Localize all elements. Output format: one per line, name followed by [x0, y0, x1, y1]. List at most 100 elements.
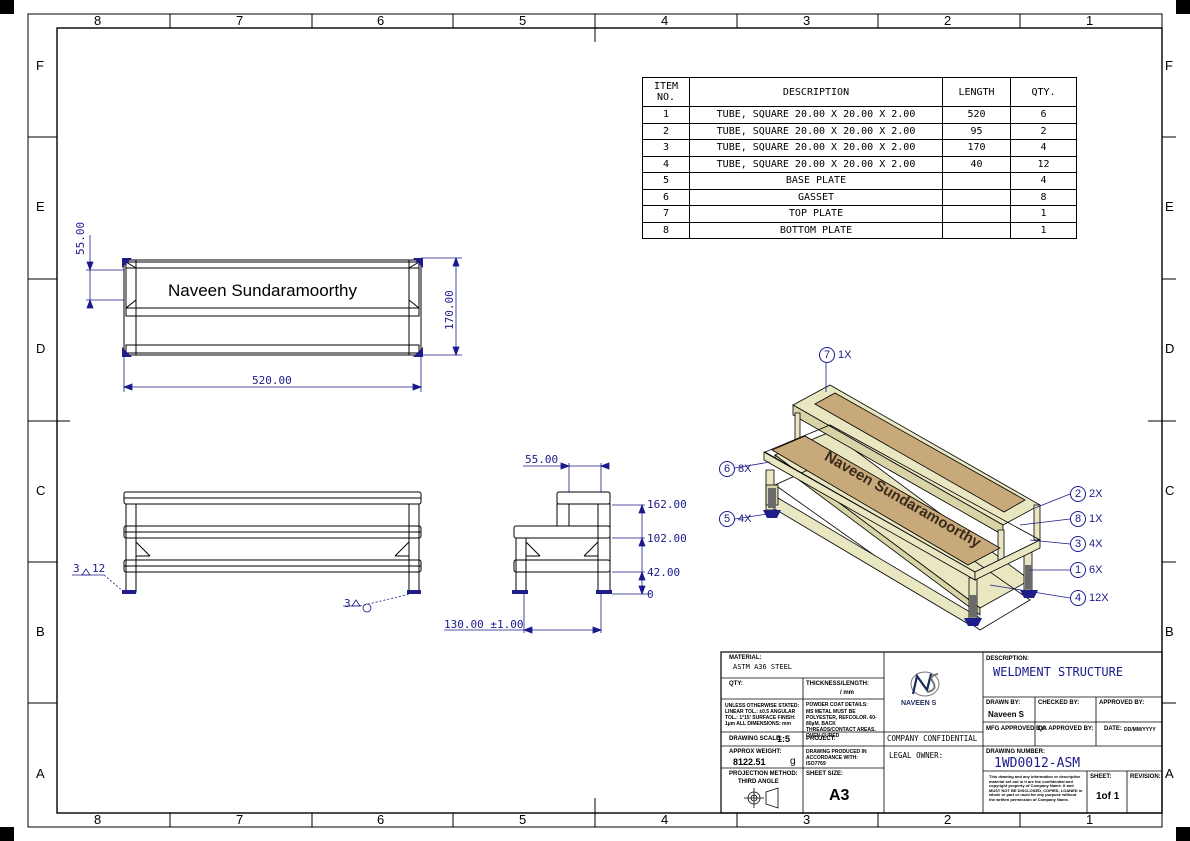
- balloon-item-6: 6: [719, 461, 735, 477]
- zone-row-label: E: [36, 199, 45, 214]
- zone-column-label: 7: [236, 812, 244, 827]
- zone-column-label: 7: [236, 13, 244, 28]
- bom-cell: 1: [642, 106, 690, 124]
- bom-cell: 1: [1010, 205, 1077, 223]
- drawing-number-value: 1WD0012-ASM: [994, 756, 1081, 771]
- sheet-size-value: A3: [829, 787, 850, 804]
- front-view: [122, 491, 422, 594]
- bom-cell: TUBE, SQUARE 20.00 X 20.00 X 2.00: [689, 155, 943, 173]
- zone-row-label: C: [1165, 483, 1175, 498]
- description-value: WELDMENT STRUCTURE: [993, 665, 1124, 679]
- dimension-42-label: 42.00: [647, 566, 681, 579]
- front-view-weld: [72, 568, 125, 593]
- revision-label: REVISION:: [1130, 774, 1161, 780]
- zone-column-label: 1: [1086, 812, 1094, 827]
- bom-cell: 95: [942, 122, 1011, 140]
- weight-value: 8122.51: [733, 757, 766, 767]
- balloon-item-1: 1: [1070, 562, 1086, 578]
- bom-cell: [942, 221, 1011, 239]
- disclaimer-text: This drawing and any information or desc…: [989, 774, 1083, 802]
- bom-cell: 4: [642, 155, 690, 173]
- zone-column-label: 5: [519, 13, 527, 28]
- bom-header-row: ITEM NO. DESCRIPTION LENGTH QTY.: [642, 77, 1077, 107]
- bom-cell: [942, 172, 1011, 190]
- powder-coat-label: POWDER COAT DETAILS:: [806, 702, 868, 708]
- balloon-qty: 12X: [1089, 592, 1109, 604]
- zone-column-label: 8: [94, 812, 102, 827]
- balloon-item-7: 7: [819, 347, 835, 363]
- drawn-by-value: Naveen S: [988, 710, 1025, 719]
- weight-unit: g: [790, 756, 796, 767]
- bom-cell: 6: [642, 188, 690, 206]
- bom-cell: 3: [642, 139, 690, 157]
- zone-column-label: 6: [377, 812, 385, 827]
- side-view: [512, 491, 612, 594]
- bom-cell: TUBE, SQUARE 20.00 X 20.00 X 2.00: [689, 139, 943, 157]
- bom-cell: 4: [1010, 172, 1077, 190]
- side-view-dimensions: [444, 462, 650, 634]
- zone-row-label: A: [1165, 766, 1174, 781]
- bom-header-qty: QTY.: [1010, 77, 1077, 107]
- mfg-approved-label: MFG APPROVED BY:: [986, 726, 1047, 732]
- accordance-value: ISO7769: [806, 761, 826, 767]
- dimension-170-label: 170.00: [443, 290, 456, 330]
- side-view-weld: [343, 593, 411, 613]
- thickness-value: / mm: [840, 690, 855, 696]
- iso-view: [763, 384, 1041, 631]
- drawing-scale-label: DRAWING SCALE:: [729, 736, 782, 742]
- zone-column-label: 3: [803, 812, 811, 827]
- zone-column-label: 5: [519, 812, 527, 827]
- bom-cell: TUBE, SQUARE 20.00 X 20.00 X 2.00: [689, 122, 943, 140]
- bom-header-item: ITEM NO.: [642, 77, 690, 107]
- sheet-label: SHEET:: [1090, 774, 1112, 780]
- zone-row-label: F: [36, 58, 44, 73]
- iso-leaders: [734, 362, 1071, 599]
- bom-cell: GASSET: [689, 188, 943, 206]
- dimension-55-side-label: 55.00: [525, 453, 559, 466]
- zone-column-label: 8: [94, 13, 102, 28]
- zone-row-label: D: [1165, 341, 1175, 356]
- date-label: DATE:: [1104, 726, 1122, 732]
- zone-row-label: A: [36, 766, 45, 781]
- zone-column-label: 4: [661, 13, 669, 28]
- corner-mark: [1176, 827, 1190, 841]
- balloon-qty: 1X: [1089, 513, 1103, 525]
- top-view: [122, 258, 423, 357]
- bom-cell: [942, 188, 1011, 206]
- bom-cell: 8: [1010, 188, 1077, 206]
- weld-size-label: 3: [73, 562, 80, 575]
- balloon-item-5: 5: [719, 511, 735, 527]
- bom-cell: 170: [942, 139, 1011, 157]
- projection-label: PROJECTION METHOD:: [729, 771, 798, 777]
- dimension-130-label: 130.00 ±1.00: [444, 618, 524, 631]
- drawing-number-label: DRAWING NUMBER:: [986, 749, 1045, 755]
- bom-cell: 6: [1010, 106, 1077, 124]
- balloon-item-3: 3: [1070, 536, 1086, 552]
- powder-coat-value: MS METAL MUST BE POLYESTER, REFCOLOR. 60…: [806, 709, 877, 739]
- zone-row-label: E: [1165, 199, 1174, 214]
- zone-column-label: 3: [803, 13, 811, 28]
- bom-cell: 2: [642, 122, 690, 140]
- drawing-scale-value: 1:5: [777, 734, 791, 744]
- material-label: MATERIAL:: [729, 655, 762, 661]
- approved-by-label: APPROVED BY:: [1099, 700, 1145, 706]
- bom-cell: 12: [1010, 155, 1077, 173]
- bom-cell: TOP PLATE: [689, 205, 943, 223]
- balloon-qty: 8X: [738, 463, 752, 475]
- accordance-label: DRAWING PRODUCED IN ACCORDANCE WITH:: [806, 749, 867, 761]
- zone-row-label: F: [1165, 58, 1173, 73]
- third-angle-projection-icon: [744, 787, 779, 809]
- bom-cell: 7: [642, 205, 690, 223]
- company-logo-mark: [910, 671, 940, 697]
- sheet-size-label: SHEET SIZE:: [806, 771, 844, 777]
- bom-header-length: LENGTH: [942, 77, 1011, 107]
- zone-column-label: 1: [1086, 13, 1094, 28]
